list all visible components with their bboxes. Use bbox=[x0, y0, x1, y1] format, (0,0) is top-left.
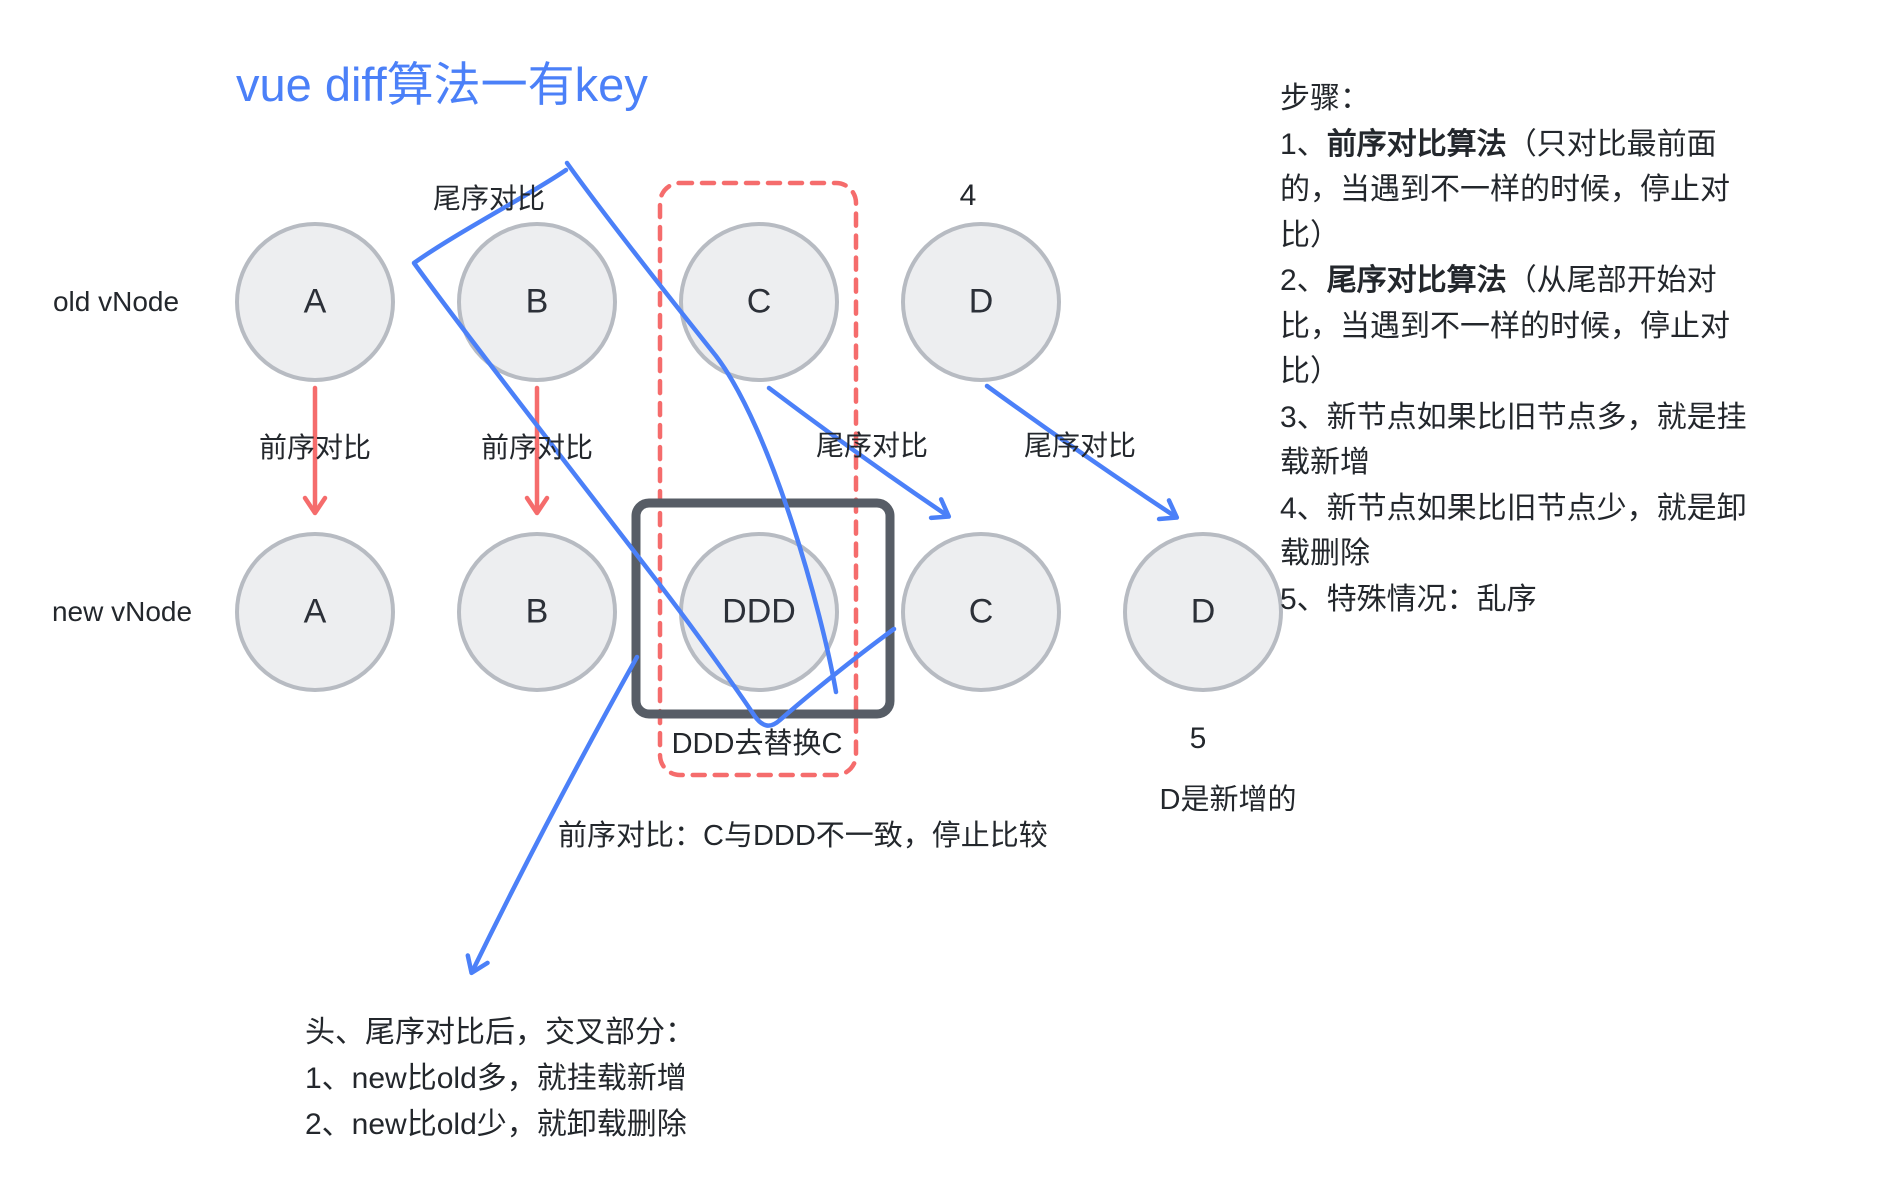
old-node-c bbox=[679, 222, 839, 382]
steps-text: （从尾部开始对 bbox=[1506, 264, 1717, 297]
replace-note: DDD去替换C bbox=[671, 728, 843, 760]
steps-line: 步骤： bbox=[1280, 76, 1747, 122]
steps-line: 4、新节点如果比旧节点少，就是卸 bbox=[1280, 486, 1747, 532]
tail-compare-label-d: 尾序对比 bbox=[1023, 430, 1137, 461]
bottom-note-line: 头、尾序对比后，交叉部分： bbox=[305, 1016, 695, 1049]
old-node-d-label: D bbox=[968, 282, 994, 321]
steps-text: 载新增 bbox=[1280, 446, 1370, 479]
ddd-highlight-box bbox=[631, 498, 895, 719]
steps-text: 3、新节点如果比旧节点多，就是挂 bbox=[1280, 400, 1747, 434]
steps-line: 比） bbox=[1280, 349, 1747, 395]
new-node-a-label: A bbox=[303, 592, 327, 631]
front-compare-label-a: 前序对比 bbox=[258, 432, 372, 463]
steps-text: 步骤： bbox=[1280, 82, 1370, 115]
new-row-label: new vNode bbox=[51, 596, 193, 627]
steps-text: （只对比最前面 bbox=[1506, 127, 1717, 161]
steps-text: 载删除 bbox=[1280, 537, 1370, 570]
new-node-c bbox=[901, 532, 1061, 692]
new-node-ddd-label: DDD bbox=[722, 592, 796, 631]
tail-compare-arrow-c bbox=[766, 385, 952, 521]
tail-compare-check-stroke bbox=[411, 167, 897, 728]
bottom-note-line: 1、new比old多，就挂载新增 bbox=[305, 1062, 687, 1095]
steps-line: 3、新节点如果比旧节点多，就是挂 bbox=[1280, 395, 1747, 441]
steps-line: 2、尾序对比算法（从尾部开始对 bbox=[1280, 258, 1747, 304]
tail-compare-label-c: 尾序对比 bbox=[815, 430, 929, 461]
steps-line: 1、前序对比算法（只对比最前面 bbox=[1280, 122, 1747, 168]
old-node-d bbox=[901, 222, 1061, 382]
front-compare-label-b: 前序对比 bbox=[480, 432, 594, 463]
steps-text: 5、特殊情况：乱序 bbox=[1280, 582, 1537, 616]
old-row-label: old vNode bbox=[52, 286, 180, 317]
old-node-a bbox=[235, 222, 395, 382]
steps-panel: 步骤： 1、前序对比算法（只对比最前面的，当遇到不一样的时候，停止对比） 2、尾序对… bbox=[1280, 76, 1747, 622]
old-node-c-label: C bbox=[746, 282, 772, 321]
tail-compare-curve-stroke bbox=[564, 160, 839, 695]
steps-text: 比） bbox=[1280, 218, 1340, 252]
steps-line: 载删除 bbox=[1280, 531, 1747, 577]
steps-line: 比，当遇到不一样的时候，停止对 bbox=[1280, 304, 1747, 350]
steps-text: 尾序对比算法 bbox=[1326, 264, 1507, 297]
new-node-a bbox=[235, 532, 395, 692]
steps-text: 前序对比算法 bbox=[1326, 127, 1507, 161]
old-node-b bbox=[457, 222, 617, 382]
new-node-d-label: D bbox=[1190, 592, 1216, 631]
steps-text: 的，当遇到不一样的时候，停止对 bbox=[1280, 173, 1730, 206]
new-d-note: D是新增的 bbox=[1159, 784, 1297, 816]
new-node-b-label: B bbox=[525, 592, 549, 631]
new-node-b bbox=[457, 532, 617, 692]
marker-4: 4 bbox=[959, 179, 977, 212]
tail-compare-top-label: 尾序对比 bbox=[432, 183, 546, 214]
tail-compare-arrow-d bbox=[984, 383, 1180, 522]
old-node-a-label: A bbox=[303, 282, 327, 321]
old-node-b-label: B bbox=[525, 282, 549, 321]
new-node-c-label: C bbox=[968, 592, 994, 631]
steps-text: 1、 bbox=[1280, 127, 1327, 161]
steps-text: 4、新节点如果比旧节点少，就是卸 bbox=[1280, 491, 1747, 525]
bottom-note-line: 2、new比old少，就卸载删除 bbox=[305, 1108, 687, 1141]
new-node-d bbox=[1123, 532, 1283, 692]
cross-section-arrow bbox=[465, 654, 640, 976]
red-dashed-region bbox=[657, 180, 859, 778]
bottom-note: 头、尾序对比后，交叉部分： 1、new比old多，就挂载新增 2、new比old… bbox=[305, 1010, 695, 1148]
steps-line: 比） bbox=[1280, 213, 1747, 259]
steps-text: 比，当遇到不一样的时候，停止对 bbox=[1280, 309, 1730, 343]
steps-line: 的，当遇到不一样的时候，停止对 bbox=[1280, 167, 1747, 213]
stop-compare-note: 前序对比：C与DDD不一致，停止比较 bbox=[558, 820, 1048, 852]
steps-text: 比） bbox=[1280, 355, 1340, 388]
marker-5: 5 bbox=[1189, 722, 1207, 755]
page-title: vue diff算法一有key bbox=[236, 58, 648, 111]
steps-line: 载新增 bbox=[1280, 440, 1747, 486]
steps-text: 2、 bbox=[1280, 264, 1327, 297]
steps-line: 5、特殊情况：乱序 bbox=[1280, 577, 1747, 623]
